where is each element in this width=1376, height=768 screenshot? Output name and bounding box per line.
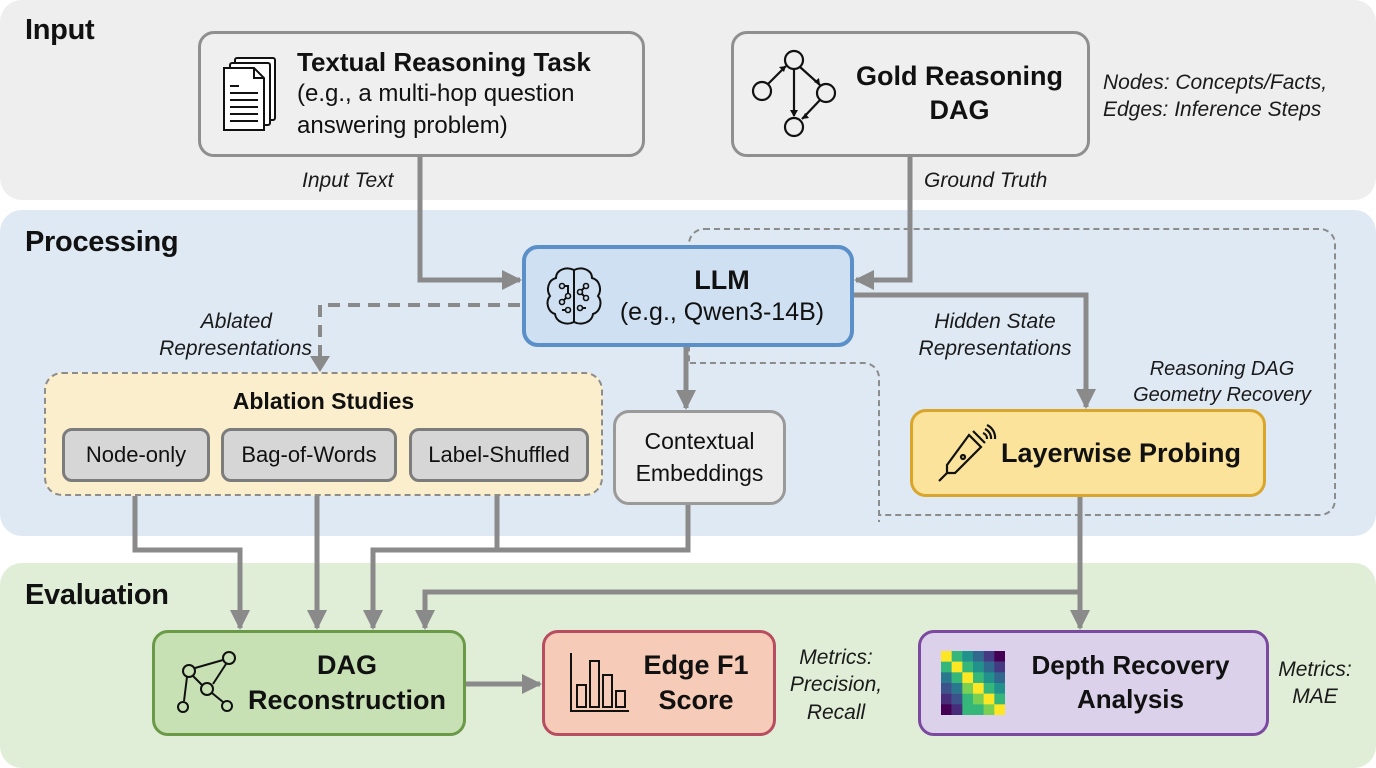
ablation-label-shuffled-label: Label-Shuffled	[428, 442, 570, 467]
dag-title-1: DAG	[317, 649, 377, 680]
heatmap-icon	[941, 651, 1005, 715]
f1-metrics-line3: Recall	[806, 700, 866, 724]
llm-title: LLM	[694, 265, 750, 295]
contextual-embeddings-box[interactable]: Contextual Embeddings	[613, 410, 786, 505]
ablation-bag-of-words[interactable]: Bag-of-Words	[221, 428, 397, 482]
ablated-representations-label: Ablated Representations	[146, 308, 312, 363]
ablation-studies-title: Ablation Studies	[232, 388, 415, 414]
textual-reasoning-task-box[interactable]: Textual Reasoning Task (e.g., a multi-ho…	[198, 31, 645, 157]
ablation-label-shuffled[interactable]: Label-Shuffled	[409, 428, 589, 482]
hidden-state-label: Hidden State Representations	[910, 308, 1080, 363]
ground-truth-label: Ground Truth	[924, 169, 1048, 192]
f1-title-2: Score	[658, 685, 734, 715]
gold-note-line2: Edges: Inference Steps	[1103, 98, 1322, 122]
input-text-label: Input Text	[302, 169, 394, 192]
layerwise-probing-box[interactable]: Layerwise Probing	[910, 409, 1266, 497]
geometry-label-line2: Geometry Recovery	[1133, 384, 1311, 406]
bar-chart-icon	[570, 653, 629, 712]
region-bottom	[879, 512, 1336, 516]
dag-graph-icon	[751, 49, 837, 138]
depth-recovery-box[interactable]: Depth Recovery Analysis	[918, 630, 1269, 736]
processing-section-title: Processing	[25, 226, 179, 258]
probe-icon	[938, 424, 997, 482]
probing-region-inner-corner	[690, 362, 880, 522]
hidden-label-line1: Hidden State	[934, 310, 1056, 333]
llm-box[interactable]: LLM (e.g., Qwen3-14B)	[522, 245, 854, 347]
gold-title-2: DAG	[929, 95, 990, 125]
dag-reconstruction-icon	[177, 651, 236, 713]
task-subtitle-1: (e.g., a multi-hop question	[297, 80, 575, 108]
llm-subtitle: (e.g., Qwen3-14B)	[619, 298, 825, 326]
depth-metrics-line2: MAE	[1292, 685, 1338, 709]
f1-metrics-note: Metrics: Precision, Recall	[786, 644, 886, 726]
geometry-recovery-label: Reasoning DAG Geometry Recovery	[1124, 356, 1320, 408]
task-subtitle-2: answering problem)	[297, 111, 508, 139]
dag-title-2: Reconstruction	[247, 685, 447, 715]
evaluation-section-title: Evaluation	[25, 579, 169, 611]
gold-reasoning-dag-box[interactable]: Gold Reasoning DAG	[731, 31, 1090, 157]
ablated-label-line1: Ablated	[200, 310, 272, 333]
ablation-node-only[interactable]: Node-only	[62, 428, 210, 482]
ablation-bag-of-words-label: Bag-of-Words	[241, 442, 377, 467]
geometry-label-line1: Reasoning DAG	[1149, 358, 1295, 380]
dag-reconstruction-box[interactable]: DAG Reconstruction	[152, 630, 466, 736]
document-stack-icon	[223, 57, 276, 131]
f1-metrics-line2: Precision,	[789, 673, 883, 697]
depth-metrics-note: Metrics: MAE	[1260, 656, 1370, 711]
hidden-label-line2: Representations	[918, 337, 1072, 361]
task-title: Textual Reasoning Task	[297, 47, 591, 78]
contextual-line1: Contextual	[644, 428, 755, 455]
gold-dag-note: Nodes: Concepts/Facts, Edges: Inference …	[1103, 69, 1327, 124]
probing-title: Layerwise Probing	[1000, 437, 1242, 468]
depth-metrics-line1: Metrics:	[1278, 658, 1352, 681]
contextual-line2: Embeddings	[635, 459, 764, 486]
gold-note-line1: Nodes: Concepts/Facts,	[1103, 71, 1328, 94]
ablated-label-line2: Representations	[159, 337, 312, 361]
gold-title-1: Gold Reasoning	[855, 61, 1063, 92]
f1-title-1: Edge F1	[643, 649, 749, 680]
depth-title-2: Analysis	[1077, 684, 1184, 714]
edge-f1-score-box[interactable]: Edge F1 Score	[542, 630, 776, 736]
depth-title-1: Depth Recovery	[1031, 650, 1230, 681]
f1-metrics-line1: Metrics:	[799, 646, 873, 669]
input-section-title: Input	[25, 14, 95, 46]
ablation-node-only-label: Node-only	[85, 442, 187, 467]
brain-circuit-icon	[546, 267, 602, 325]
